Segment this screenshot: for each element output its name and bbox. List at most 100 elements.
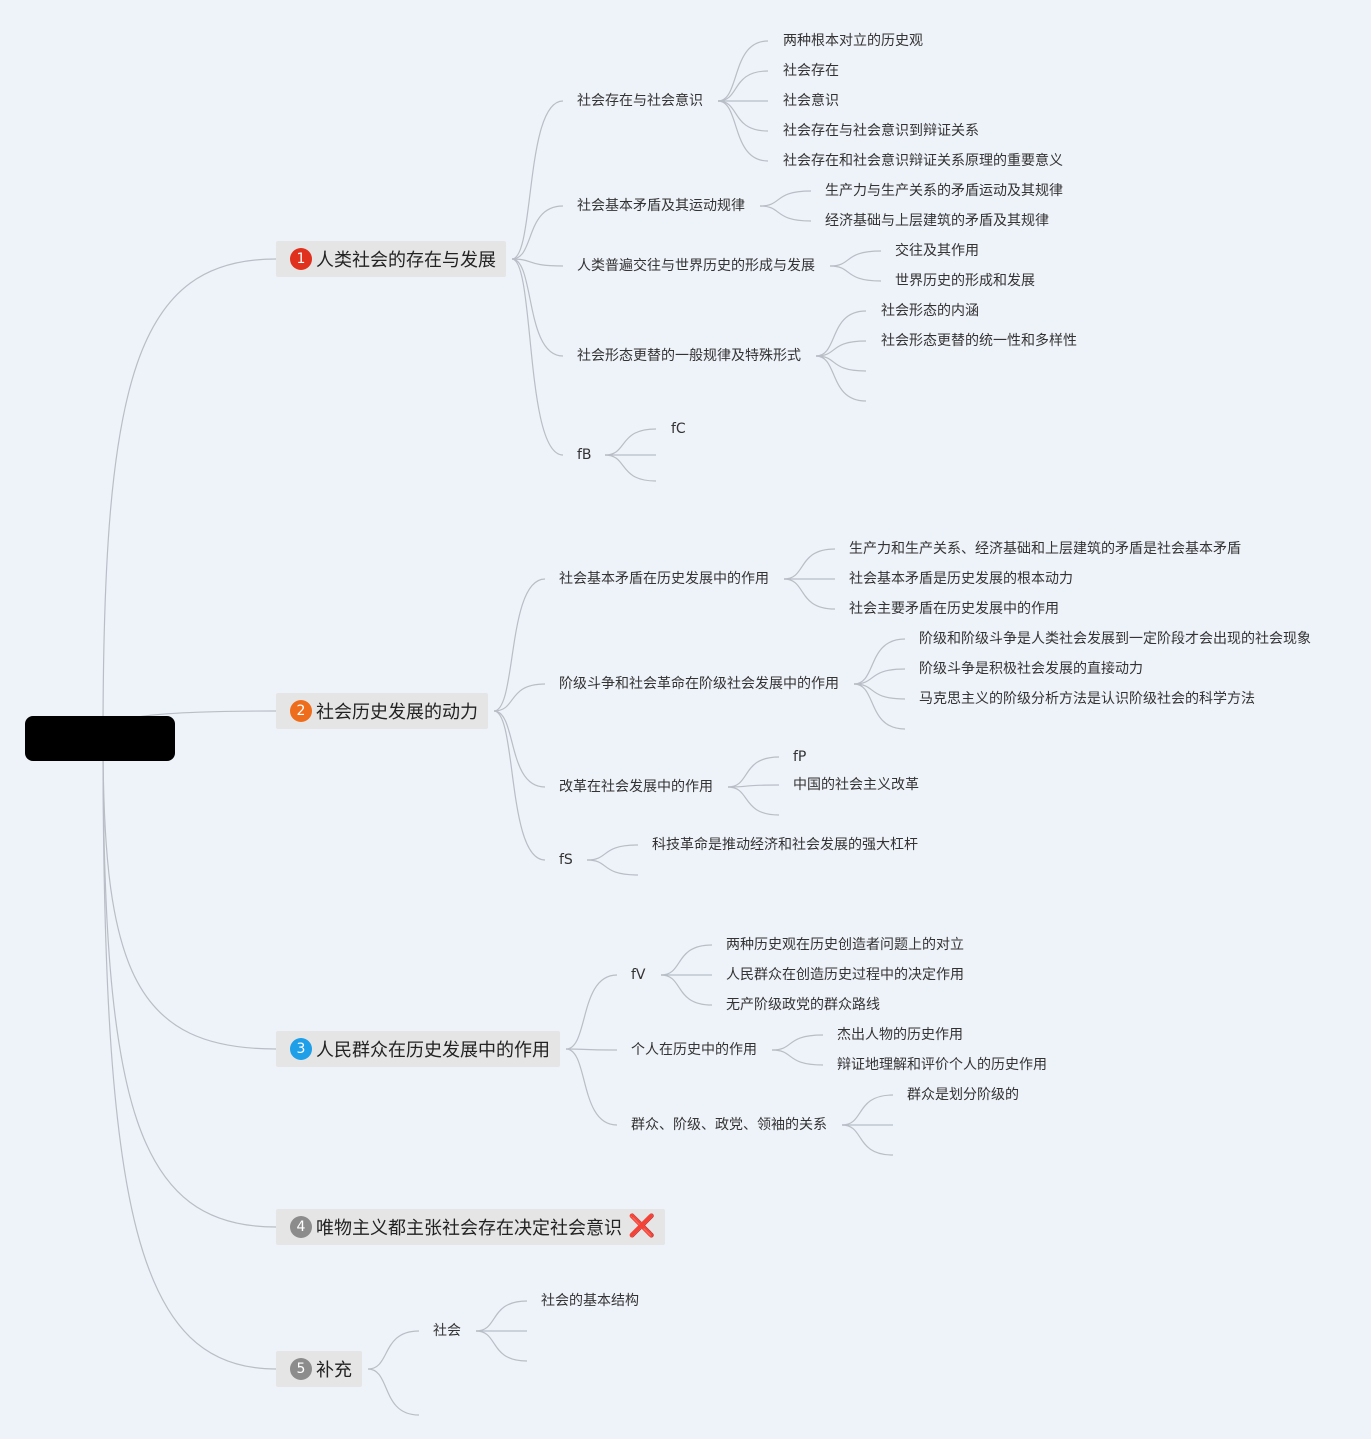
connector-line <box>565 974 618 1050</box>
branch-4-label: 唯物主义都主张社会存在决定社会意识 <box>316 1218 622 1239</box>
connector-line <box>727 756 780 788</box>
subtopic-item[interactable]: 经济基础与上层建筑的矛盾及其规律 <box>825 213 1049 229</box>
connector-line <box>565 1048 618 1126</box>
subtopic-item[interactable]: 中国的社会主义改革 <box>793 777 919 793</box>
connector-line <box>783 578 836 610</box>
connector-line <box>511 258 564 267</box>
connector-line <box>367 1368 420 1416</box>
subtopic-item[interactable]: 阶级斗争是积极社会发展的直接动力 <box>919 661 1143 677</box>
connector-line <box>102 738 277 1228</box>
connector-line <box>493 578 546 712</box>
subtopic-item[interactable]: 两种根本对立的历史观 <box>783 33 923 49</box>
branch-2[interactable]: 2 社会历史发展的动力 <box>276 693 488 729</box>
subtopic-item[interactable]: 社会的基本结构 <box>541 1293 639 1309</box>
connector-line <box>493 710 546 861</box>
connector-line <box>604 428 657 456</box>
subtopic-item[interactable]: 生产力与生产关系的矛盾运动及其规律 <box>825 183 1063 199</box>
number-badge-5: 5 <box>290 1358 312 1380</box>
topic-fb[interactable]: fB <box>577 447 592 463</box>
connector-line <box>815 355 867 402</box>
number-badge-4: 4 <box>290 1216 312 1238</box>
subtopic-item[interactable]: 社会存在和社会意识辩证关系原理的重要意义 <box>783 153 1063 169</box>
connector-line <box>759 190 812 207</box>
subtopic-item[interactable]: 社会主要矛盾在历史发展中的作用 <box>849 601 1059 617</box>
red-cross-icon: ❌ <box>628 1214 656 1239</box>
connector-line <box>660 944 713 976</box>
topic-reform[interactable]: 改革在社会发展中的作用 <box>559 779 713 795</box>
subtopic-item[interactable]: 群众是划分阶级的 <box>907 1087 1019 1103</box>
connector-line <box>102 738 277 1370</box>
topic-contradiction-role[interactable]: 社会基本矛盾在历史发展中的作用 <box>559 571 769 587</box>
branch-3-label: 人民群众在历史发展中的作用 <box>316 1040 550 1061</box>
branch-5-label: 补充 <box>316 1360 352 1381</box>
connector-line <box>841 1124 894 1156</box>
connector-line <box>511 205 564 260</box>
subtopic-item[interactable]: fP <box>793 749 807 765</box>
branch-3[interactable]: 3 人民群众在历史发展中的作用 <box>276 1031 560 1067</box>
branch-1-label: 人类社会的存在与发展 <box>316 250 496 271</box>
subtopic-item[interactable]: 生产力和生产关系、经济基础和上层建筑的矛盾是社会基本矛盾 <box>849 541 1241 557</box>
connector-line <box>102 738 277 1050</box>
subtopic-item[interactable]: 社会形态的内涵 <box>881 303 979 319</box>
topic-social-existence-consciousness[interactable]: 社会存在与社会意识 <box>577 93 703 109</box>
connector-line <box>511 100 564 260</box>
subtopic-item[interactable]: 辩证地理解和评价个人的历史作用 <box>837 1057 1047 1073</box>
subtopic-item[interactable]: 杰出人物的历史作用 <box>837 1027 963 1043</box>
connector-line <box>841 1094 894 1126</box>
subtopic-item[interactable]: 科技革命是推动经济和社会发展的强大杠杆 <box>652 837 918 853</box>
connector-line <box>771 1034 824 1051</box>
connector-line <box>853 638 906 685</box>
topic-masses-relation[interactable]: 群众、阶级、政党、领袖的关系 <box>631 1117 827 1133</box>
subtopic-item[interactable]: 世界历史的形成和发展 <box>895 273 1035 289</box>
connector-line <box>727 786 780 816</box>
subtopic-item[interactable]: 社会形态更替的统一性和多样性 <box>881 333 1077 349</box>
connector-line <box>717 70 769 102</box>
branch-1[interactable]: 1 人类社会的存在与发展 <box>276 241 506 277</box>
subtopic-item[interactable]: 人民群众在创造历史过程中的决定作用 <box>726 967 964 983</box>
connector-line <box>586 859 639 876</box>
subtopic-item[interactable]: 社会意识 <box>783 93 839 109</box>
subtopic-item[interactable]: 社会存在 <box>783 63 839 79</box>
subtopic-item[interactable]: 社会存在与社会意识到辩证关系 <box>783 123 979 139</box>
connector-line <box>829 250 882 267</box>
branch-5[interactable]: 5 补充 <box>276 1351 362 1387</box>
topic-social-formation[interactable]: 社会形态更替的一般规律及特殊形式 <box>577 348 801 364</box>
connector-line <box>493 683 546 712</box>
connector-line <box>102 258 277 740</box>
connector-line <box>759 205 812 222</box>
connector-line <box>771 1049 824 1066</box>
topic-fs[interactable]: fS <box>559 852 573 868</box>
connector-line <box>853 668 906 685</box>
subtopic-item[interactable]: 无产阶级政党的群众路线 <box>726 997 880 1013</box>
connector-line <box>565 1048 618 1051</box>
topic-world-history[interactable]: 人类普遍交往与世界历史的形成与发展 <box>577 258 815 274</box>
subtopic-item[interactable]: 两种历史观在历史创造者问题上的对立 <box>726 937 964 953</box>
connector-line <box>660 974 713 1006</box>
connector-line <box>475 1300 528 1332</box>
topic-individual-role[interactable]: 个人在历史中的作用 <box>631 1042 757 1058</box>
connector-line <box>586 844 639 861</box>
subtopic-item[interactable]: fC <box>671 421 686 437</box>
connector-line <box>511 258 564 456</box>
connector-line <box>367 1330 420 1370</box>
subtopic-item[interactable]: 阶级和阶级斗争是人类社会发展到一定阶段才会出现的社会现象 <box>919 631 1311 647</box>
branch-2-label: 社会历史发展的动力 <box>316 702 478 723</box>
subtopic-item[interactable]: 交往及其作用 <box>895 243 979 259</box>
connector-line <box>475 1330 528 1362</box>
branch-4[interactable]: 4 唯物主义都主张社会存在决定社会意识 ❌ <box>276 1209 666 1245</box>
connector-line <box>717 100 769 132</box>
connector-line <box>717 40 769 102</box>
root-node[interactable] <box>25 716 175 761</box>
connector-line <box>727 784 780 788</box>
connector-line <box>717 100 769 162</box>
topic-society[interactable]: 社会 <box>433 1323 461 1339</box>
topic-basic-contradiction[interactable]: 社会基本矛盾及其运动规律 <box>577 198 745 214</box>
subtopic-item[interactable]: 社会基本矛盾是历史发展的根本动力 <box>849 571 1073 587</box>
topic-class-struggle[interactable]: 阶级斗争和社会革命在阶级社会发展中的作用 <box>559 676 839 692</box>
connector-line <box>815 310 867 357</box>
topic-fv[interactable]: fV <box>631 967 646 983</box>
subtopic-item[interactable]: 马克思主义的阶级分析方法是认识阶级社会的科学方法 <box>919 691 1255 707</box>
connector-line <box>493 710 546 788</box>
connector-line <box>511 258 564 357</box>
